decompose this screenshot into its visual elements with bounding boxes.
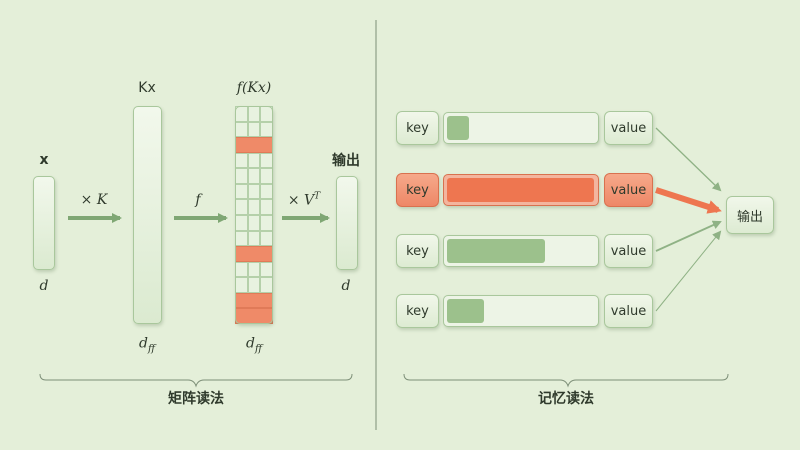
op-multiply-k: × K xyxy=(80,192,108,208)
match-bar xyxy=(443,235,599,267)
kx-label: Kx xyxy=(138,80,156,96)
fkx-dim-label: dff xyxy=(245,335,263,355)
key-box: key xyxy=(396,234,439,268)
brace-right xyxy=(403,373,729,388)
activation-cell xyxy=(247,230,261,247)
input-x-vector xyxy=(33,176,55,270)
op-activation-f: f xyxy=(195,192,201,208)
match-bar xyxy=(443,174,599,206)
activation-cell xyxy=(247,183,261,200)
kx-vector xyxy=(133,106,162,324)
value-box: value xyxy=(604,173,653,207)
brace-left xyxy=(39,373,353,388)
kx-dim-label: dff xyxy=(138,335,156,355)
activation-grid-frame xyxy=(235,106,273,324)
match-bar xyxy=(443,112,599,144)
output-vector xyxy=(336,176,358,270)
activation-cell xyxy=(247,121,261,138)
arrow-value3-to-output xyxy=(655,220,722,252)
activation-cell xyxy=(247,215,261,231)
activation-cell xyxy=(247,277,261,293)
value-label: value xyxy=(610,243,647,259)
key-label: key xyxy=(406,120,429,136)
key-label: key xyxy=(406,303,429,319)
key-label: key xyxy=(406,243,429,259)
output-label: 输出 xyxy=(332,153,360,169)
fkx-label: f(Kx) xyxy=(236,80,272,96)
activation-cell xyxy=(247,199,261,215)
key-box: key xyxy=(396,294,439,328)
op-multiply-vt: × VT xyxy=(287,191,321,209)
input-dim-label: d xyxy=(39,278,49,294)
match-bar-fill xyxy=(447,178,594,202)
memory-output-label: 输出 xyxy=(736,209,763,225)
value-box: value xyxy=(604,234,653,268)
match-bar-fill xyxy=(447,299,484,323)
caption-memory-reading: 记忆读法 xyxy=(538,391,594,407)
value-label: value xyxy=(610,120,647,136)
memory-output-box: 输出 xyxy=(726,196,774,234)
activation-cell xyxy=(247,152,261,169)
key-label: key xyxy=(406,182,429,198)
key-box: key xyxy=(396,173,439,207)
input-x-label: x xyxy=(39,152,49,168)
arrow-value4-to-output xyxy=(655,230,722,312)
arrow-value1-to-output xyxy=(655,127,722,192)
value-label: value xyxy=(610,303,647,319)
activation-cell xyxy=(247,261,261,278)
arrow-value2-to-output xyxy=(655,187,722,214)
value-box: value xyxy=(604,294,653,328)
key-box: key xyxy=(396,111,439,145)
match-bar-fill xyxy=(447,239,546,263)
value-label: value xyxy=(610,182,647,198)
match-bar xyxy=(443,295,599,327)
caption-matrix-reading: 矩阵读法 xyxy=(168,391,224,407)
activation-cell xyxy=(247,168,261,184)
output-dim-label: d xyxy=(341,278,351,294)
match-bar-fill xyxy=(447,116,470,140)
activation-grid xyxy=(235,106,273,324)
value-box: value xyxy=(604,111,653,145)
